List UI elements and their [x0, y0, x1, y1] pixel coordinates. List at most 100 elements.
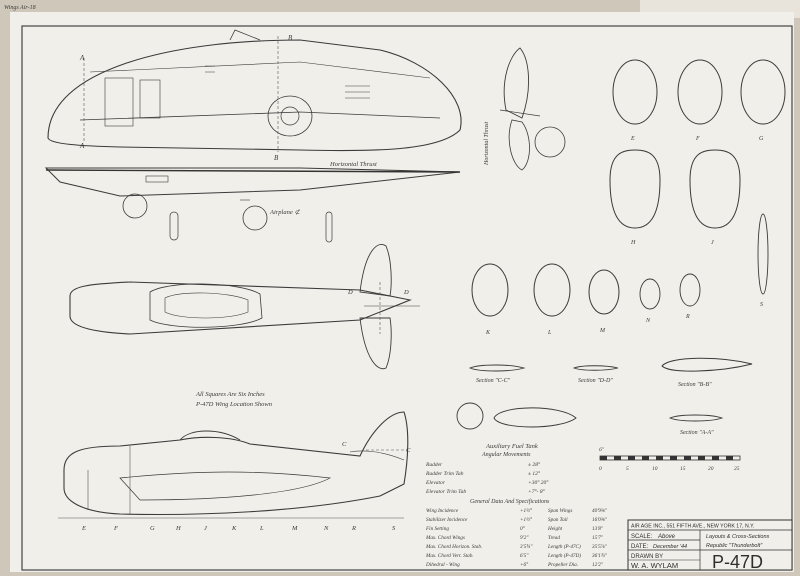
spec-left-value-1: +1½°	[520, 516, 532, 523]
spec-right-label-2: Height	[547, 526, 563, 532]
spec-left-label-5: Max. Chord Vert. Stab.	[425, 553, 474, 559]
section-n-letter: N	[645, 318, 651, 324]
station-s: S	[392, 525, 396, 532]
horizontal-thrust-vertical-label: Horizontal Thrust	[484, 121, 490, 166]
scale-label: SCALE:	[631, 534, 653, 540]
section-m-letter: M	[599, 328, 606, 334]
corner-note: Wings Air-18	[4, 5, 36, 11]
horizontal-thrust-label: Horizontal Thrust	[329, 161, 377, 168]
spec-left-value-6: +6°	[520, 561, 528, 568]
date-label: DATE:	[631, 544, 649, 550]
am-label-1: Rudder Trim Tab	[425, 471, 464, 477]
spec-left-value-2: 0°	[520, 525, 525, 532]
publisher-line: AIR AGE INC., 551 FIFTH AVE., NEW YORK 1…	[631, 524, 754, 530]
wing-strip-view	[44, 167, 461, 243]
spec-right-label-1: Span Tail	[548, 517, 568, 523]
aux-fuel-tank	[456, 402, 577, 430]
station-m: M	[291, 525, 298, 532]
scale-unit: 6"	[599, 447, 605, 453]
station-g: G	[150, 525, 155, 532]
letter-d-right: D	[403, 289, 409, 296]
section-f-letter: F	[695, 136, 700, 142]
fuselage-top-view	[47, 29, 462, 152]
drawn-by-name: W. A. WYLAM	[631, 561, 678, 570]
am-label-3: Elevator Trim Tab	[425, 489, 466, 495]
section-g-letter: G	[759, 136, 764, 142]
spec-right-value-1: 16'0⅜"	[592, 517, 608, 523]
section-k-letter: K	[485, 330, 491, 336]
specs-heading: General Data And Specifications	[470, 498, 550, 505]
am-value-2: +30° 20°	[528, 479, 549, 486]
section-dd-label: Section "D-D"	[578, 378, 613, 384]
spec-right-value-6: 12'2"	[592, 562, 604, 568]
date-value: December '44	[653, 544, 687, 550]
letter-c-right: C	[406, 447, 411, 454]
am-value-1: ± 12°	[528, 470, 541, 477]
am-label-0: Rudder	[425, 462, 443, 468]
letter-a-bottom: A	[79, 142, 85, 150]
spec-right-value-3: 15'7"	[592, 535, 604, 541]
spec-left-label-4: Max. Chord Horizon. Stab.	[425, 544, 482, 550]
station-n: N	[323, 525, 329, 532]
spec-left-label-2: Fin Setting	[425, 526, 449, 532]
spec-right-label-4: Length (P-47C)	[547, 543, 581, 550]
spec-right-label-3: Tread	[548, 535, 560, 541]
spec-right-value-5: 36'1¾"	[592, 553, 608, 559]
section-j-letter: J	[711, 240, 714, 246]
spec-left-value-4: 3'5¾"	[520, 544, 533, 550]
spec-left-value-5: 6'5"	[520, 553, 529, 559]
section-s-letter: S	[760, 302, 763, 308]
squares-note: All Squares Are Six Inches	[195, 391, 265, 398]
spec-left-label-6: Dihedral - Wing	[425, 562, 460, 568]
airfoil-sections	[468, 357, 753, 422]
paper	[10, 12, 794, 572]
scale-tick-5: 5	[626, 466, 629, 472]
aircraft-side-view	[58, 411, 409, 519]
spec-right-value-2: 13'8"	[592, 526, 604, 532]
spec-left-value-3: 9'2"	[520, 535, 529, 541]
spec-left-label-1: Stabilizer Incidence	[426, 517, 468, 523]
am-value-3: +7°- 8°	[528, 488, 546, 495]
spec-left-value-0: +1½°	[520, 507, 532, 514]
scale-bar: 6" 0 5 10 15 20 25	[599, 447, 741, 472]
letter-b-bottom: B	[274, 154, 279, 162]
angular-movements-heading: Angular Movements	[481, 452, 531, 458]
section-letters: E F G H J K L M N R S	[485, 136, 764, 336]
section-bb-label: Section "B-B"	[678, 382, 712, 388]
section-e-letter: E	[630, 136, 635, 142]
spec-right-value-0: 40'9⅝"	[592, 507, 608, 514]
scale-tick-25: 25	[734, 466, 740, 472]
spec-left-label-0: Wing Incidence	[426, 508, 459, 514]
spec-right-label-5: Length (P-47D)	[547, 552, 581, 559]
letter-d-left: D	[347, 289, 353, 296]
spec-right-label-6: Propeller Dia.	[547, 562, 578, 568]
station-h: H	[175, 525, 181, 532]
letter-a-top: A	[79, 54, 85, 62]
specifications-table: General Data And Specifications Wing Inc…	[425, 498, 608, 568]
station-r: R	[351, 525, 356, 532]
title-block: AIR AGE INC., 551 FIFTH AVE., NEW YORK 1…	[627, 519, 793, 572]
wing-location-note: P-47D Wing Location Shown	[195, 401, 272, 408]
drawn-by-label: DRAWN BY	[631, 554, 663, 560]
station-letters: E F G H J K L M N R S	[81, 525, 396, 532]
am-label-2: Elevator	[425, 480, 446, 486]
station-l: L	[259, 525, 264, 532]
spec-left-label-3: Max. Chord Wings	[425, 535, 465, 541]
am-value-0: ± 28°	[528, 461, 541, 468]
airplane-centerline-label: Airplane ⊄	[269, 209, 300, 216]
angular-movements-table: Angular Movements Rudder ± 28° Rudder Tr…	[425, 452, 549, 495]
scale-tick-15: 15	[680, 466, 686, 472]
model-designation: P-47D	[712, 552, 763, 572]
station-f: F	[113, 525, 119, 532]
nose-front-view	[499, 47, 566, 171]
section-h-letter: H	[630, 240, 636, 246]
letter-b-top: B	[288, 34, 293, 42]
drawing-border	[21, 25, 793, 571]
layouts-line: Layouts & Cross-Sections	[706, 534, 770, 540]
spec-right-label-0: Span Wings	[548, 508, 572, 514]
scale-tick-20: 20	[708, 466, 714, 472]
station-e: E	[81, 525, 86, 532]
aircraft-plan-view	[69, 244, 420, 370]
